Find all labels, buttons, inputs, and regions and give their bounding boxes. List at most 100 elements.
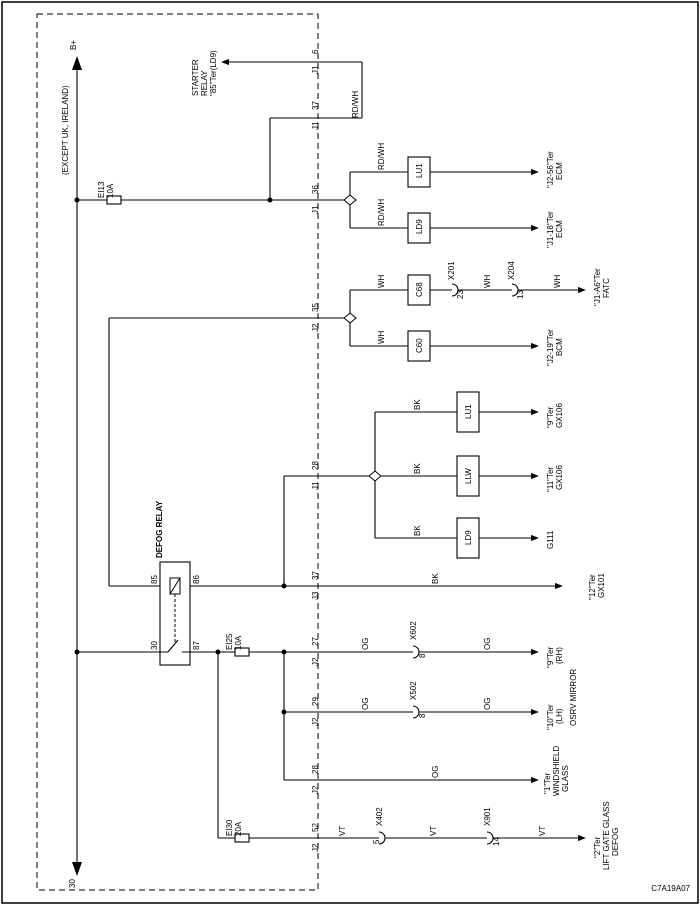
osrv-title: OSRV MIRROR xyxy=(569,669,578,726)
svg-text:13: 13 xyxy=(516,290,525,299)
svg-text:J2: J2 xyxy=(311,657,320,666)
svg-text:29: 29 xyxy=(311,697,320,706)
svg-text:BK: BK xyxy=(431,573,440,584)
svg-text:OG: OG xyxy=(361,638,370,650)
svg-text:VT: VT xyxy=(429,826,438,836)
svg-text:27: 27 xyxy=(311,637,320,646)
svg-text:LD9: LD9 xyxy=(464,530,473,545)
svg-text:LU1: LU1 xyxy=(415,163,424,178)
svg-text:"J1-A6"Ter: "J1-A6"Ter xyxy=(593,268,602,306)
svg-text:ECM: ECM xyxy=(555,162,564,180)
svg-text:WH: WH xyxy=(483,274,492,288)
svg-text:5: 5 xyxy=(372,839,381,844)
svg-text:"85"Ter(LD9): "85"Ter(LD9) xyxy=(209,50,218,96)
svg-text:WH: WH xyxy=(377,330,386,344)
svg-text:C60: C60 xyxy=(415,338,424,353)
bplus-label: B+ xyxy=(69,40,78,50)
svg-text:X204: X204 xyxy=(507,261,516,280)
svg-text:BK: BK xyxy=(413,399,422,410)
svg-text:OG: OG xyxy=(483,698,492,710)
svg-text:GX101: GX101 xyxy=(597,573,606,598)
svg-text:J2: J2 xyxy=(311,323,320,332)
svg-text:35: 35 xyxy=(311,303,320,312)
svg-text:X402: X402 xyxy=(375,807,384,826)
relay-name: DEFOG RELAY xyxy=(155,500,164,558)
fuse-ei13-id: EI13 xyxy=(97,181,106,198)
svg-text:28: 28 xyxy=(311,765,320,774)
svg-text:37: 37 xyxy=(311,571,320,580)
svg-text:J3: J3 xyxy=(311,591,320,600)
svg-text:J1: J1 xyxy=(311,65,320,74)
svg-text:8: 8 xyxy=(418,713,427,718)
svg-text:G111: G111 xyxy=(546,530,555,549)
svg-text:RD/WH: RD/WH xyxy=(351,91,360,118)
svg-text:DEFOG: DEFOG xyxy=(611,828,620,856)
svg-text:RD/WH: RD/WH xyxy=(377,143,386,170)
svg-text:14: 14 xyxy=(492,837,501,846)
svg-text:RELAY: RELAY xyxy=(200,70,209,96)
svg-text:FATC: FATC xyxy=(602,278,611,298)
fuse-ei13-amps: 10A xyxy=(106,183,115,198)
svg-text:LU1: LU1 xyxy=(464,404,473,419)
bus-30-label: 30 xyxy=(68,879,77,888)
svg-text:20A: 20A xyxy=(234,821,243,836)
svg-text:LIFT GATE GLASS: LIFT GATE GLASS xyxy=(602,801,611,870)
svg-text:STARTER: STARTER xyxy=(191,59,200,96)
bus-top-arrow xyxy=(72,56,82,70)
svg-text:WINDSHIELD: WINDSHIELD xyxy=(552,746,561,796)
defog-relay xyxy=(159,561,191,666)
svg-text:X502: X502 xyxy=(409,681,418,700)
svg-text:EI25: EI25 xyxy=(225,633,234,650)
svg-text:OG: OG xyxy=(483,638,492,650)
svg-text:"9"Ter: "9"Ter xyxy=(546,646,555,668)
svg-text:"12"Ter: "12"Ter xyxy=(588,574,597,600)
svg-text:"9"Ter: "9"Ter xyxy=(546,406,555,428)
svg-text:J1: J1 xyxy=(311,121,320,130)
svg-text:10A: 10A xyxy=(234,635,243,650)
svg-text:X602: X602 xyxy=(409,621,418,640)
split-node xyxy=(343,194,357,206)
svg-text:WH: WH xyxy=(553,274,562,288)
svg-text:"J2-56"Ter: "J2-56"Ter xyxy=(546,151,555,188)
svg-text:"11"Ter: "11"Ter xyxy=(546,467,555,492)
svg-text:OG: OG xyxy=(431,766,440,778)
svg-text:(RH): (RH) xyxy=(555,647,564,664)
svg-text:6: 6 xyxy=(311,49,320,54)
svg-text:"2"Ter: "2"Ter xyxy=(593,836,602,858)
svg-text:8: 8 xyxy=(418,653,427,658)
svg-text:23: 23 xyxy=(456,290,465,299)
svg-text:LLW: LLW xyxy=(464,468,473,484)
svg-text:"J2-19"Ter: "J2-19"Ter xyxy=(546,329,555,366)
svg-text:"J1-18"Ter: "J1-18"Ter xyxy=(546,211,555,248)
svg-text:X901: X901 xyxy=(483,807,492,826)
svg-text:EI30: EI30 xyxy=(225,819,234,836)
svg-text:J1: J1 xyxy=(311,205,320,214)
svg-text:(LH): (LH) xyxy=(555,708,564,724)
svg-text:28: 28 xyxy=(311,461,320,470)
svg-text:X201: X201 xyxy=(447,261,456,280)
svg-text:85: 85 xyxy=(150,575,159,584)
svg-text:"1"Ter: "1"Ter xyxy=(543,772,552,794)
svg-text:86: 86 xyxy=(192,575,201,584)
svg-text:LD9: LD9 xyxy=(415,219,424,234)
svg-text:GLASS: GLASS xyxy=(561,765,570,792)
region-note: (EXCEPT UK, IRELAND) xyxy=(61,85,70,175)
relay-switch xyxy=(167,639,179,653)
svg-text:J2: J2 xyxy=(311,843,320,852)
svg-text:ECM: ECM xyxy=(555,220,564,238)
svg-text:RD/WH: RD/WH xyxy=(377,199,386,226)
svg-text:36: 36 xyxy=(311,185,320,194)
bus-bottom-arrow xyxy=(72,862,82,876)
svg-text:BCM: BCM xyxy=(555,338,564,356)
svg-text:VT: VT xyxy=(538,826,547,836)
svg-text:C68: C68 xyxy=(415,282,424,297)
svg-text:87: 87 xyxy=(192,641,201,650)
fuse-box-boundary xyxy=(36,13,319,891)
svg-text:VT: VT xyxy=(338,826,347,836)
diagram-code: C7A19A07 xyxy=(651,884,690,893)
svg-text:OG: OG xyxy=(361,698,370,710)
svg-text:J2: J2 xyxy=(311,785,320,794)
